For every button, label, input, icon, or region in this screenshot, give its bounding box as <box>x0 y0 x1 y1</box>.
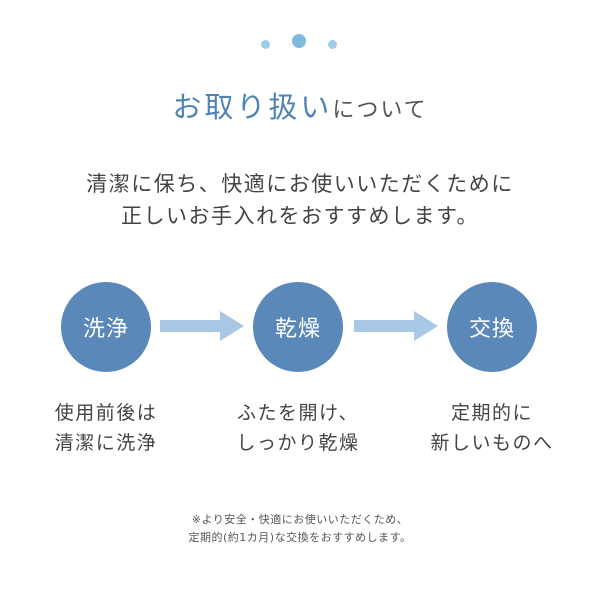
arrow-right-icon <box>160 311 244 341</box>
step-caption-wash: 使用前後は 清潔に洗浄 <box>11 398 201 458</box>
step-circle-replace: 交換 <box>447 282 537 372</box>
step-caption-replace: 定期的に 新しいものへ <box>397 398 587 458</box>
arrow-right-icon <box>354 311 438 341</box>
intro-line-1: 清潔に保ち、快適にお使いいただくために <box>86 172 514 196</box>
footnote: ※より安全・快適にお使いいただくため、 定期的(約1カ月)な交換をおすすめします… <box>0 511 600 547</box>
decorative-dot-icon <box>292 34 306 48</box>
decorative-dot-icon <box>328 40 337 49</box>
caption-line: 定期的に <box>450 402 533 424</box>
step-circle-wash: 洗浄 <box>61 282 151 372</box>
page-title-accent: お取り扱い <box>172 90 333 124</box>
decorative-dots <box>0 33 600 53</box>
footnote-line-1: ※より安全・快適にお使いいただくため、 <box>191 513 409 526</box>
caption-line: しっかり乾燥 <box>236 432 360 454</box>
caption-line: 新しいものへ <box>430 432 554 454</box>
page-title: お取り扱いについて <box>0 84 600 126</box>
step-circle-dry: 乾燥 <box>253 282 343 372</box>
step-label-wash: 洗浄 <box>82 317 129 342</box>
caption-line: ふたを開け、 <box>236 402 360 424</box>
step-caption-dry: ふたを開け、 しっかり乾燥 <box>203 398 393 458</box>
step-label-dry: 乾燥 <box>274 317 321 342</box>
caption-line: 清潔に洗浄 <box>54 432 158 454</box>
intro-text: 清潔に保ち、快適にお使いいただくために 正しいお手入れをおすすめします。 <box>0 168 600 232</box>
footnote-line-2: 定期的(約1カ月)な交換をおすすめします。 <box>188 531 412 544</box>
intro-line-2: 正しいお手入れをおすすめします。 <box>121 204 479 228</box>
caption-line: 使用前後は <box>54 402 158 424</box>
decorative-dot-icon <box>261 40 270 49</box>
page-title-rest: について <box>332 98 428 123</box>
step-label-replace: 交換 <box>468 317 515 342</box>
